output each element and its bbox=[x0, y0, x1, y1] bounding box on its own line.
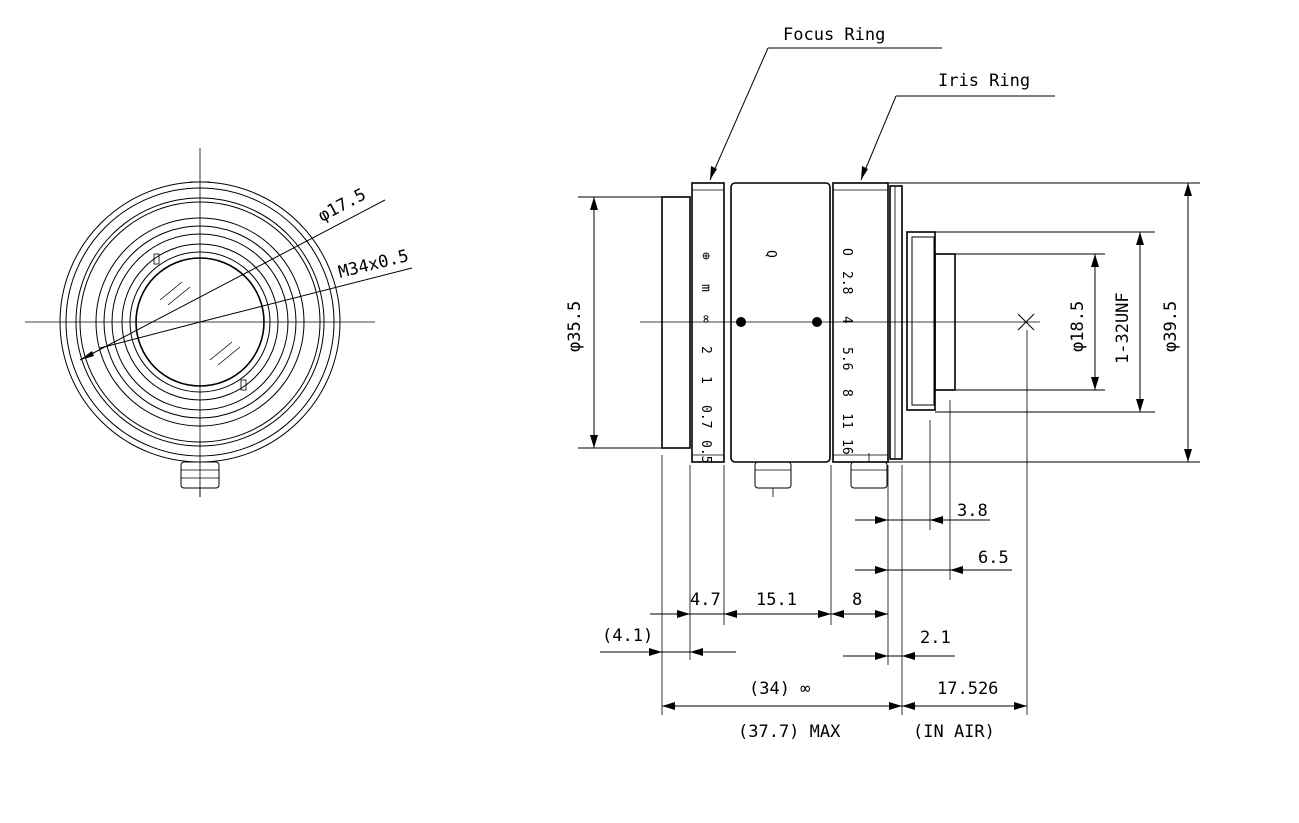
focus-mark-0-5: 0.5 bbox=[698, 440, 713, 463]
dim-37-7-max: (37.7) MAX bbox=[738, 722, 841, 742]
side-view: ⊕ m ∞ 2 1 0.7 0.5 Q O 2.8 4 5.6 8 11 16 … bbox=[565, 25, 1200, 742]
focus-ring-label: Focus Ring bbox=[783, 25, 885, 45]
dim-phi-17-5: φ17.5 bbox=[315, 185, 370, 227]
dim-17-526: 17.526 bbox=[937, 679, 998, 699]
iris-mark-8: 8 bbox=[839, 389, 854, 397]
focus-ring[interactable] bbox=[691, 182, 725, 463]
focus-mark-2: 2 bbox=[698, 346, 713, 354]
iris-index-mark: O bbox=[839, 248, 854, 256]
iris-mark-4: 4 bbox=[839, 316, 854, 324]
focus-index-mark: Q bbox=[763, 250, 778, 258]
iris-mark-16: 16 bbox=[839, 439, 854, 455]
iris-lock-screw[interactable] bbox=[850, 461, 888, 489]
focus-lock-screw[interactable] bbox=[754, 461, 792, 489]
c-mount-thread bbox=[906, 231, 936, 411]
front-glass bbox=[135, 257, 265, 387]
dim-15-1: 15.1 bbox=[756, 590, 797, 610]
iris-mark-2-8: 2.8 bbox=[839, 271, 854, 294]
dim-34-infinity: (34) ∞ bbox=[749, 679, 810, 699]
focus-mark-inf: ∞ bbox=[698, 315, 713, 323]
front-view: φ17.5 M34x0.5 bbox=[25, 148, 413, 497]
front-glass-outer bbox=[129, 251, 271, 393]
dim-phi-18-5: φ18.5 bbox=[1068, 301, 1088, 352]
dim-4-7: 4.7 bbox=[690, 590, 721, 610]
iris-index-dot bbox=[812, 317, 822, 327]
focus-mark-m: m bbox=[698, 284, 713, 292]
iris-mark-5-6: 5.6 bbox=[839, 347, 854, 370]
focus-mark-1: 1 bbox=[698, 376, 713, 384]
iris-scale: O 2.8 4 5.6 8 11 16 bbox=[839, 248, 854, 455]
dim-4-1: (4.1) bbox=[602, 626, 653, 646]
dim-in-air: (IN AIR) bbox=[913, 722, 995, 742]
focus-index-dot bbox=[736, 317, 746, 327]
focus-inf-symbol: ⊕ bbox=[698, 252, 713, 260]
rear-element bbox=[934, 253, 956, 391]
focus-scale: ⊕ m ∞ 2 1 0.7 0.5 bbox=[698, 252, 713, 463]
dim-6-5: 6.5 bbox=[978, 548, 1009, 568]
dim-1-32unf: 1-32UNF bbox=[1113, 292, 1133, 364]
iris-mark-11: 11 bbox=[839, 413, 854, 429]
dim-2-1: 2.1 bbox=[920, 628, 951, 648]
focus-mark-0-7: 0.7 bbox=[698, 405, 713, 428]
front-filter-rim bbox=[661, 196, 691, 449]
dim-phi-39-5: φ39.5 bbox=[1161, 301, 1181, 352]
iris-ring-label: Iris Ring bbox=[938, 71, 1030, 91]
dim-phi-35-5: φ35.5 bbox=[565, 301, 585, 352]
dim-8: 8 bbox=[852, 590, 862, 610]
dim-3-8: 3.8 bbox=[957, 501, 988, 521]
